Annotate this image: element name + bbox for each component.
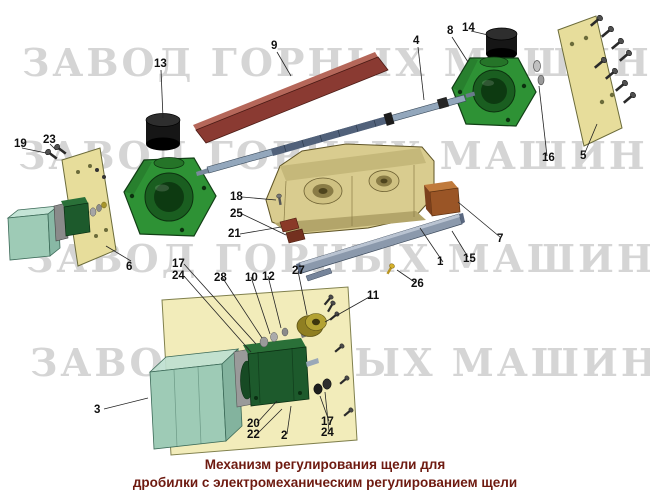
right-bearing-housing	[451, 56, 537, 127]
part-number-label: 19	[14, 138, 27, 150]
part-number-label: 13	[154, 58, 167, 70]
washers	[533, 60, 545, 86]
part-number-label: 16	[542, 152, 555, 164]
part-number-label: 25	[230, 208, 243, 220]
part-number-label: 3	[94, 404, 101, 416]
right-cap	[485, 27, 518, 60]
bushings	[313, 378, 332, 395]
part-number-label: 17	[172, 258, 185, 270]
part-number-label: 10	[245, 272, 258, 284]
part-number-label: 7	[497, 233, 504, 245]
wedge-block	[424, 181, 461, 217]
part-number-label: 27	[292, 265, 305, 277]
part-number-label: 8	[447, 25, 454, 37]
part-number-label: 24	[172, 270, 185, 282]
caption-line-2: дробилки с электромеханическим регулиров…	[132, 475, 518, 491]
spacer-discs	[259, 327, 289, 348]
leader-lines	[21, 30, 598, 435]
small-wedges	[276, 193, 306, 244]
part-number-label: 1	[437, 256, 444, 268]
part-number-label: 26	[411, 278, 424, 290]
figure-caption: Механизм регулирования щели для дробилки…	[0, 456, 650, 492]
part-number-label: 28	[214, 272, 227, 284]
right-end-plate	[557, 15, 623, 147]
left-small-motor	[53, 197, 107, 242]
part-number-label: 24	[321, 427, 334, 439]
left-bearing-housing	[123, 157, 217, 237]
left-cap	[145, 113, 181, 151]
left-terminal-box	[6, 205, 61, 261]
part-number-label: 14	[462, 22, 475, 34]
part-number-label: 2	[281, 430, 288, 442]
part-number-label: 4	[413, 35, 420, 47]
exploded-view-diagram	[6, 14, 636, 456]
flat-strip	[193, 52, 389, 144]
part-number-label: 15	[463, 253, 476, 265]
bolt-set-right	[589, 14, 636, 104]
part-number-label: 5	[580, 150, 587, 162]
part-number-label: 23	[43, 134, 56, 146]
part-number-label: 12	[262, 271, 275, 283]
caption-line-1: Механизм регулирования щели для	[204, 457, 446, 472]
part-number-label: 17	[321, 416, 334, 428]
part-number-label: 6	[126, 261, 133, 273]
slide-bar	[296, 213, 465, 282]
part-number-label: 11	[367, 290, 380, 302]
gearmotor	[233, 338, 319, 408]
main-body	[265, 143, 435, 235]
gold-stud	[386, 263, 395, 275]
part-number-label: 18	[230, 191, 243, 203]
protective-box	[148, 348, 243, 450]
part-number-label: 21	[228, 228, 241, 240]
part-number-label: 22	[247, 429, 260, 441]
part-number-label: 20	[247, 418, 260, 430]
coupling	[296, 313, 327, 338]
part-number-label: 9	[271, 40, 278, 52]
screw-shaft	[196, 91, 476, 176]
bolt-set-left	[45, 143, 67, 160]
